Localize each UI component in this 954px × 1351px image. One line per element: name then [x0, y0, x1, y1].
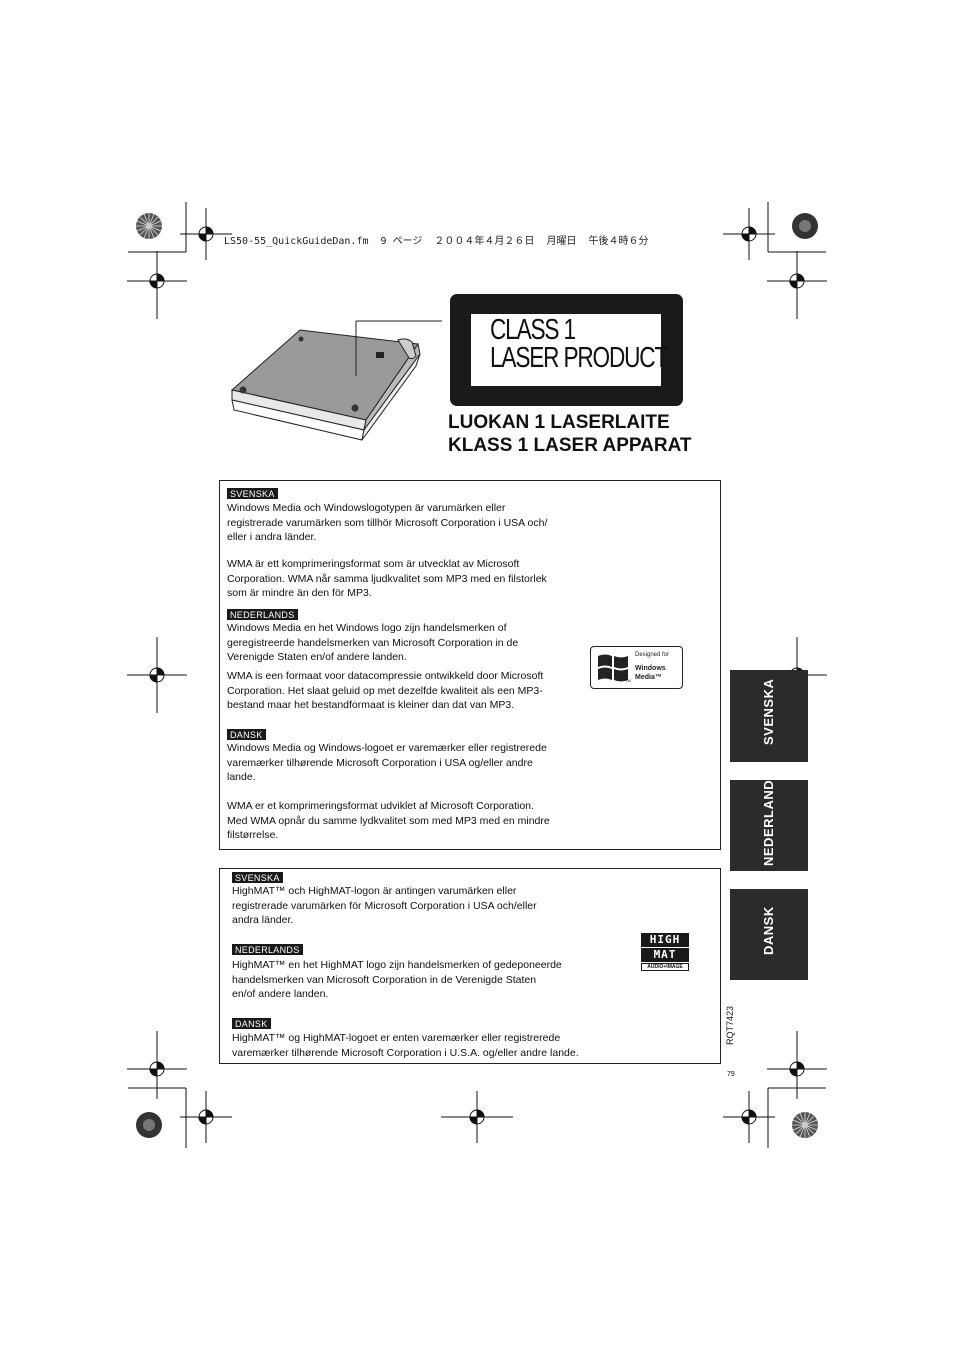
highmat-logo: HIGH MAT AUDIO+IMAGE: [641, 933, 689, 971]
crosshair-marks: [127, 208, 827, 1143]
document-code: RQT7423: [725, 1005, 735, 1045]
language-badge-dansk-highmat: DANSK: [232, 1018, 271, 1029]
paragraph-nederlands-wma: WMA is een formaat voor datacompressie o…: [227, 670, 544, 711]
windows-media-logo: Designed for Windows Media™ TM: [590, 646, 683, 689]
laser-label-line2: LASER PRODUCT: [490, 342, 668, 374]
laser-heading-finnish: LUOKAN 1 LASERLAITE: [448, 412, 670, 433]
language-badge-nederlands: NEDERLANDS: [227, 609, 298, 620]
windows-media-notice-box: [219, 480, 721, 850]
side-tab-dansk: DANSK: [730, 889, 808, 980]
paragraph-nederlands-trademark: Windows Media en het Windows logo zijn h…: [227, 622, 519, 663]
laser-heading-swedish: KLASS 1 LASER APPARAT: [448, 435, 692, 456]
side-tab-nederlands: NEDERLANDS: [730, 771, 808, 871]
language-badge-svenska-highmat: SVENSKA: [232, 872, 283, 883]
highmat-notice-box: [219, 868, 721, 1064]
paragraph-dansk-highmat: HighMAT™ og HighMAT-logoet er enten vare…: [232, 1032, 579, 1059]
drive-illustration: [230, 320, 442, 441]
paragraph-svenska-wma: WMA är ett komprimeringsformat som är ut…: [227, 558, 547, 599]
file-header-line: LS50-55_QuickGuideDan.fm 9 ページ ２００４年４月２６…: [224, 236, 649, 247]
language-badge-dansk: DANSK: [227, 729, 266, 740]
paragraph-dansk-wma: WMA er et komprimeringsformat udviklet a…: [227, 800, 550, 841]
paragraph-svenska-trademark: Windows Media och Windowslogotypen är va…: [227, 502, 548, 543]
windows-flag-icon: [598, 654, 628, 682]
paragraph-svenska-highmat: HighMAT™ och HighMAT-logon är antingen v…: [232, 885, 537, 926]
paragraph-dansk-trademark: Windows Media og Windows-logoet er varem…: [227, 742, 547, 783]
language-badge-nederlands-highmat: NEDERLANDS: [232, 944, 303, 955]
page-number: 79: [727, 1071, 735, 1078]
laser-label-inner: [471, 314, 661, 386]
starburst-marks: [136, 213, 818, 1138]
language-badge-svenska: SVENSKA: [227, 488, 278, 499]
paragraph-nederlands-highmat: HighMAT™ en het HighMAT logo zijn handel…: [232, 959, 562, 1000]
side-tab-svenska: SVENSKA: [730, 670, 808, 762]
laser-label-line1: CLASS 1: [490, 314, 576, 346]
